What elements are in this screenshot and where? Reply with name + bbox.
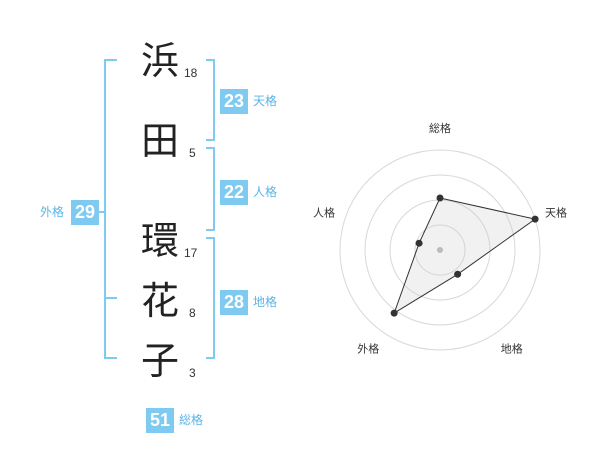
stroke-count-5: 3 — [189, 366, 196, 380]
jinkaku-bracket — [206, 147, 215, 231]
stroke-count-1: 18 — [184, 66, 198, 80]
name-char-1: 浜 — [141, 39, 180, 83]
tenkaku-label: 天格 — [253, 94, 278, 108]
radar-ring — [339, 149, 541, 351]
name-char-2: 田 — [141, 119, 180, 163]
radar-point — [454, 270, 462, 278]
radar-point — [390, 309, 398, 317]
soukaku-label: 総格 — [179, 413, 204, 427]
soukaku-value: 51 — [146, 408, 174, 433]
jinkaku-label: 人格 — [253, 185, 278, 199]
tenkaku-bracket — [206, 59, 215, 141]
radar-axis-label: 天格 — [545, 205, 567, 219]
radar-ring — [364, 174, 516, 326]
gaikaku-label: 外格 — [40, 205, 65, 219]
jinkaku-value: 22 — [220, 180, 248, 205]
name-char-5: 子 — [141, 339, 180, 383]
radar-point — [415, 239, 423, 247]
stroke-count-3: 17 — [184, 246, 198, 260]
radar-point — [531, 215, 539, 223]
chikaku-bracket — [206, 237, 215, 359]
radar-axis-label: 総格 — [429, 121, 451, 135]
stroke-count-4: 8 — [189, 306, 196, 320]
radar-axis-label: 人格 — [313, 205, 335, 219]
gaikaku-bracket — [104, 59, 117, 359]
radar-center — [437, 247, 443, 253]
chikaku-label: 地格 — [253, 295, 278, 309]
radar-area — [393, 197, 537, 315]
radar-point — [436, 194, 444, 202]
stroke-count-2: 5 — [189, 146, 196, 160]
chikaku-value: 28 — [220, 290, 248, 315]
radar-axis-label: 地格 — [501, 342, 523, 356]
radar-axis-label: 外格 — [357, 342, 379, 356]
name-char-3: 環 — [141, 219, 180, 263]
tenkaku-value: 23 — [220, 89, 248, 114]
name-char-4: 花 — [141, 279, 180, 323]
radar-ring — [414, 224, 466, 276]
gaikaku-value: 29 — [71, 200, 99, 225]
